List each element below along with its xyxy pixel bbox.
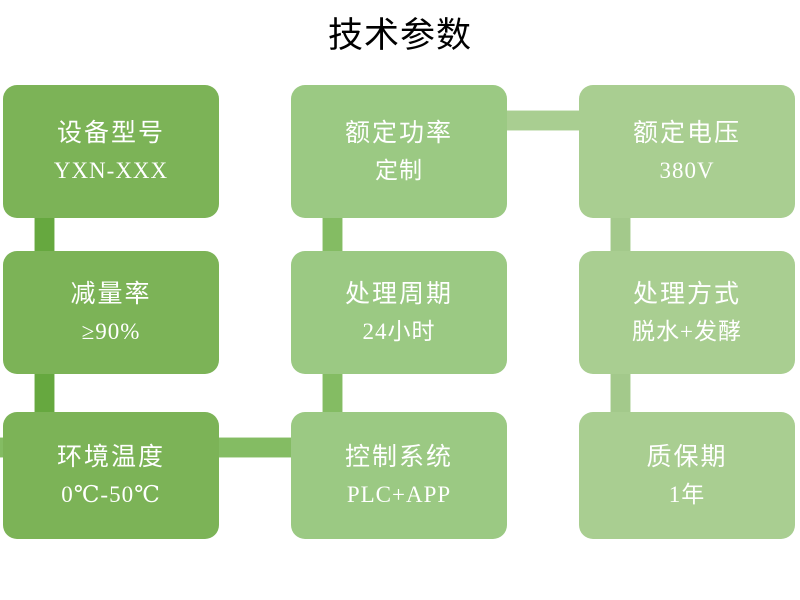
spec-card-reduction-rate[interactable]: 减量率 ≥90%: [3, 251, 219, 374]
spec-card-value: PLC+APP: [346, 481, 452, 507]
spec-card-title: 减量率: [70, 280, 152, 308]
spec-card-title: 设备型号: [56, 119, 165, 147]
page-title: 技术参数: [327, 16, 472, 55]
spec-card-value: 脱水+发酵: [632, 318, 742, 344]
spec-card-value: YXN-XXX: [53, 157, 169, 183]
spec-card-title: 额定功率: [344, 119, 453, 147]
spec-card-value: 380V: [659, 157, 715, 183]
spec-card-value: 24小时: [362, 318, 436, 344]
spec-card-title: 额定电压: [632, 119, 741, 147]
spec-card-rated-power[interactable]: 额定功率 定制: [291, 85, 507, 218]
spec-card-title: 控制系统: [344, 443, 453, 471]
spec-card-value: 1年: [668, 481, 706, 507]
spec-card-title: 环境温度: [56, 443, 165, 471]
spec-card-control-system[interactable]: 控制系统 PLC+APP: [291, 412, 507, 539]
spec-card-model[interactable]: 设备型号 YXN-XXX: [3, 85, 219, 218]
spec-card-ambient-temperature[interactable]: 环境温度 0℃-50℃: [3, 412, 219, 539]
spec-card-title: 处理方式: [632, 280, 741, 308]
spec-card-processing-cycle[interactable]: 处理周期 24小时: [291, 251, 507, 374]
spec-card-title: 质保期: [646, 443, 728, 471]
spec-card-value: ≥90%: [81, 318, 141, 344]
spec-card-warranty[interactable]: 质保期 1年: [579, 412, 795, 539]
spec-card-value: 定制: [375, 157, 423, 183]
spec-card-title: 处理周期: [344, 280, 453, 308]
spec-card-processing-method[interactable]: 处理方式 脱水+发酵: [579, 251, 795, 374]
spec-card-value: 0℃-50℃: [61, 481, 161, 507]
spec-card-rated-voltage[interactable]: 额定电压 380V: [579, 85, 795, 218]
